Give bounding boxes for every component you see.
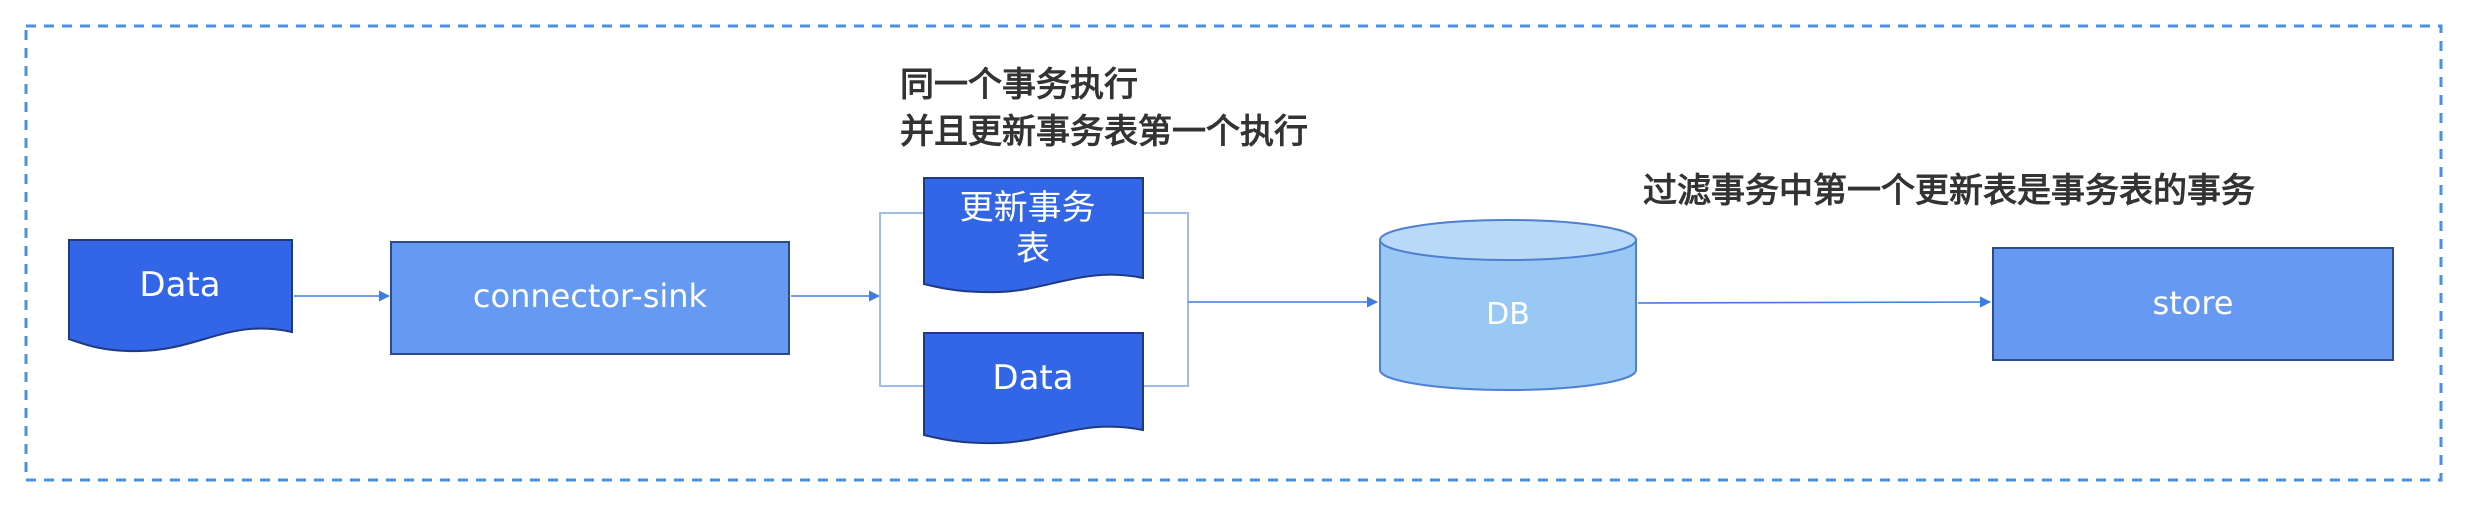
document-shape [923, 177, 1144, 294]
same-transaction-note-line: 并且更新事务表第一个执行 [900, 112, 1308, 152]
document-shape [923, 332, 1144, 445]
group-bracket-left [879, 212, 924, 387]
data-doc-node[interactable]: Data [923, 332, 1144, 445]
data-source-label: Data [139, 265, 220, 305]
tx-table-doc-label-line: 表 [1016, 229, 1050, 269]
edge-db-to-store [1637, 296, 1992, 308]
outer-frame [24, 24, 2443, 482]
tx-table-doc-node[interactable]: 更新事务 表 [923, 177, 1144, 294]
cylinder-body [1379, 240, 1637, 391]
tx-table-doc-label-line: 更新事务 [960, 188, 1096, 228]
connector-sink-node[interactable]: connector-sink [390, 241, 790, 355]
group-bracket-right [1143, 212, 1189, 387]
document-shape [68, 239, 293, 353]
connector-sink-label: connector-sink [473, 277, 708, 315]
db-node[interactable]: DB [1379, 219, 1637, 391]
tx-table-doc-label: 更新事务 表 [960, 188, 1107, 269]
store-node[interactable]: store [1992, 247, 2394, 361]
data-doc-label: Data [992, 358, 1073, 398]
db-label: DB [1486, 297, 1530, 332]
data-source-node[interactable]: Data [68, 239, 293, 353]
process-box [390, 241, 790, 355]
filter-note: 过滤事务中第一个更新表是事务表的事务 [1643, 171, 2255, 211]
process-box [1992, 247, 2394, 361]
cylinder-top [1379, 219, 1637, 261]
same-transaction-note-line: 同一个事务执行 [900, 65, 1138, 105]
same-transaction-note: 同一个事务执行 并且更新事务表第一个执行 [900, 65, 1308, 152]
store-label: store [2153, 284, 2234, 322]
